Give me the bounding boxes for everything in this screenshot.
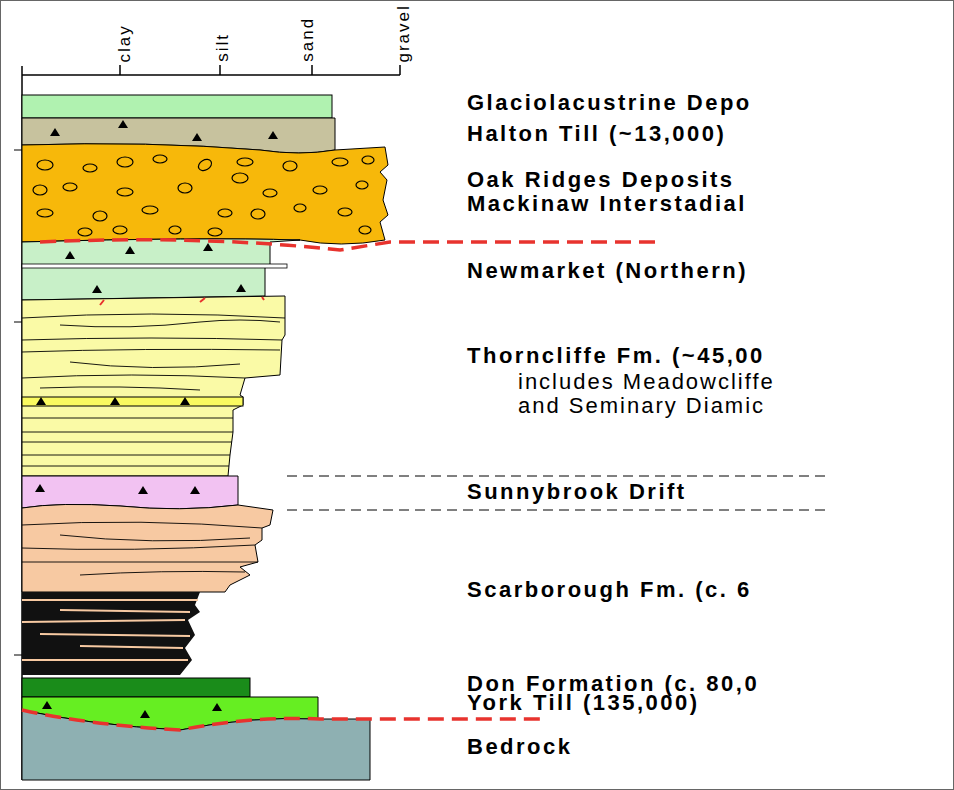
unit-label: Scarborough Fm. (c. 6 xyxy=(467,578,752,602)
grain-size-label: silt xyxy=(214,33,233,62)
unit-label: Newmarket (Northern) xyxy=(467,259,748,283)
grain-size-label: clay xyxy=(116,24,135,62)
unit-label: Mackinaw Interstadial xyxy=(467,192,747,216)
unit-label: Oak Ridges Deposits xyxy=(467,168,735,192)
unit-label: Thorncliffe Fm. (~45,00 xyxy=(467,344,765,368)
unit-label: York Till (135,000) xyxy=(467,691,700,715)
grain-size-label: sand xyxy=(299,17,318,62)
unit-label: Sunnybrook Drift xyxy=(467,480,687,504)
unit-label: Glaciolacustrine Depo xyxy=(467,91,752,115)
unit-note: and Seminary Diamic xyxy=(518,394,765,418)
unit-note: includes Meadowcliffe xyxy=(518,370,775,394)
grain-size-label: gravel xyxy=(395,4,414,62)
unit-label: Halton Till (~13,000) xyxy=(467,122,726,146)
unit-label: Bedrock xyxy=(467,735,573,759)
